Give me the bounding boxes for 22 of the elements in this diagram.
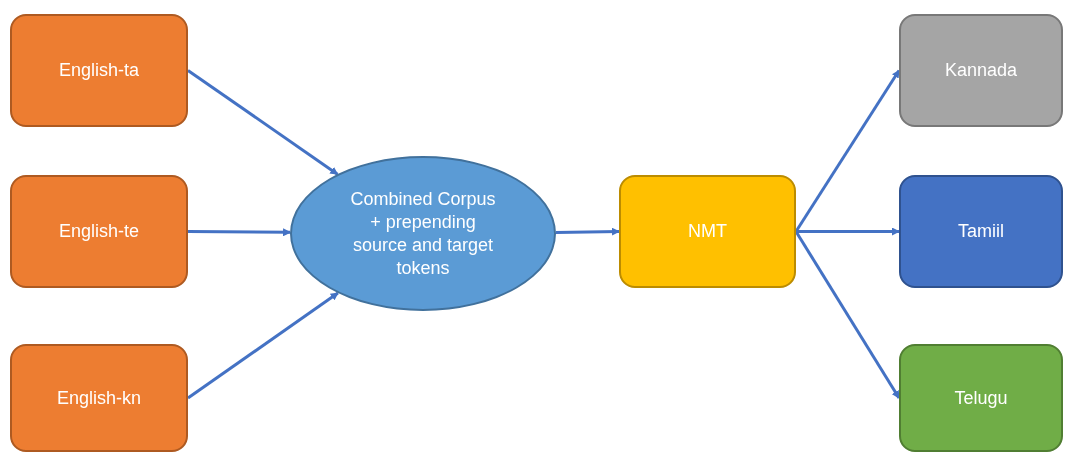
arrow xyxy=(188,228,291,237)
node-label: English-te xyxy=(58,220,139,243)
node-label: NMT xyxy=(688,220,727,243)
node-label: Tamiil xyxy=(958,220,1004,243)
source-box xyxy=(10,175,188,288)
node-label: Kannada xyxy=(944,59,1018,82)
source-box xyxy=(10,344,188,452)
arrow xyxy=(555,227,620,236)
source-box xyxy=(10,14,188,127)
node-label: Combined Corpus + prepending source and target tokens xyxy=(349,187,497,280)
process-box xyxy=(619,175,796,288)
arrow xyxy=(187,69,339,176)
node-label: English-ta xyxy=(58,59,139,82)
arrow xyxy=(794,230,901,399)
arrow xyxy=(187,291,339,400)
arrow xyxy=(794,69,901,233)
node-label: Telugu xyxy=(954,386,1008,410)
target-box xyxy=(899,175,1063,288)
node-label: English-kn xyxy=(56,386,141,410)
target-box xyxy=(899,14,1063,127)
arrow xyxy=(796,227,900,236)
target-box xyxy=(899,344,1063,452)
